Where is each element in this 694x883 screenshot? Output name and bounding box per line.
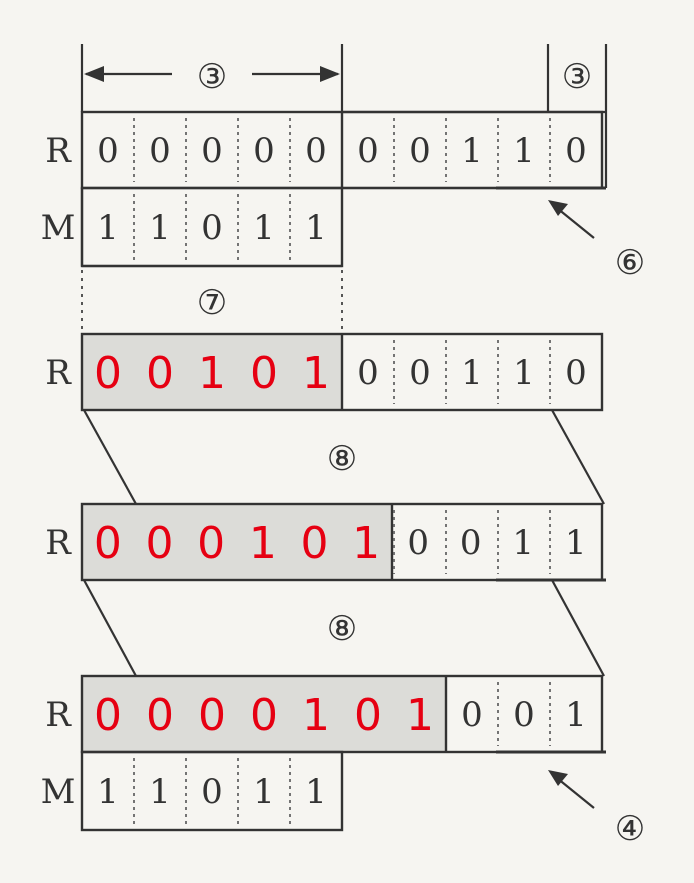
result-bit: 0 [94, 348, 122, 399]
annotation-step-2: ⑧ [327, 609, 357, 649]
register-label: R [45, 523, 72, 563]
bit-cell: 1 [253, 208, 275, 248]
bit-cell: 0 [149, 131, 171, 171]
register-frame [80, 186, 344, 268]
dim-arrowhead-right [320, 66, 340, 82]
bit-cell: 1 [97, 772, 119, 812]
bit-cell: 0 [460, 523, 482, 563]
bit-cell: 1 [461, 131, 483, 171]
bit-cell: 0 [357, 353, 379, 393]
connector-left-2 [83, 579, 137, 677]
bit-cell: 1 [305, 772, 327, 812]
bit-cell: 1 [461, 353, 483, 393]
result-bit: 0 [250, 348, 278, 399]
bit-cell: 1 [305, 208, 327, 248]
bit-cell: 0 [357, 131, 379, 171]
bit-cell: 0 [565, 353, 587, 393]
register-label: R [45, 695, 72, 735]
bit-cell: 1 [149, 772, 171, 812]
bit-cell: 1 [565, 695, 587, 735]
arrow-heads [84, 66, 568, 786]
bit-cell: 0 [407, 523, 429, 563]
bit-cell: 0 [409, 131, 431, 171]
bit-cell: 1 [565, 523, 587, 563]
result-bit: 1 [198, 348, 226, 399]
result-bit: 0 [146, 348, 174, 399]
m1-r2-dotted [81, 270, 343, 330]
annotation-mid: ⑦ [197, 283, 227, 323]
bit-cell: 0 [305, 131, 327, 171]
result-bit: 1 [352, 518, 380, 569]
result-bit: 0 [94, 690, 122, 741]
result-bit: 0 [146, 690, 174, 741]
bit-cell: 0 [201, 131, 223, 171]
result-bit: 1 [302, 348, 330, 399]
register-label: R [45, 353, 72, 393]
result-bit: 1 [249, 518, 277, 569]
bit-cell: 0 [461, 695, 483, 735]
bit-cell: 0 [513, 695, 535, 735]
result-bit: 0 [146, 518, 174, 569]
bit-cell: 1 [513, 353, 535, 393]
annotation-top-right: ③ [562, 57, 592, 97]
result-bit: 1 [406, 690, 434, 741]
bit-cell: 1 [149, 208, 171, 248]
register-label: R [45, 131, 72, 171]
bit-cell: 0 [201, 208, 223, 248]
result-bit: 0 [250, 690, 278, 741]
bit-cell: 1 [253, 772, 275, 812]
result-bit: 0 [197, 518, 225, 569]
dim-arrowhead-left [84, 66, 104, 82]
shaded-region [82, 334, 342, 410]
annotation-arrow-bottom: ④ [615, 809, 645, 849]
bit-cell: 1 [97, 208, 119, 248]
result-bit: 0 [354, 690, 382, 741]
bit-cell: 0 [97, 131, 119, 171]
register-label: M [41, 772, 76, 812]
annotation-top-span: ③ [197, 57, 227, 97]
bit-cell: 0 [409, 353, 431, 393]
arrow-bottom-head [548, 770, 568, 786]
result-bit: 1 [302, 690, 330, 741]
result-bit: 0 [94, 518, 122, 569]
annotation-step-1: ⑧ [327, 439, 357, 479]
bit-cell: 0 [201, 772, 223, 812]
bit-cell: 0 [565, 131, 587, 171]
bit-cell: 1 [513, 131, 535, 171]
result-bit: 0 [198, 690, 226, 741]
register-label: M [41, 208, 76, 248]
arrow-top-head [548, 200, 568, 216]
result-bit: 0 [301, 518, 329, 569]
register-frame [80, 750, 344, 832]
register-frame [80, 502, 604, 582]
shaded-region [82, 504, 392, 580]
connector-right-1 [551, 409, 605, 505]
bit-cell: 0 [253, 131, 275, 171]
annotation-arrow-top: ⑥ [615, 243, 645, 283]
bit-cell: 1 [512, 523, 534, 563]
connector-right-2 [551, 579, 605, 677]
shaded-region [82, 676, 446, 752]
connector-left-1 [83, 409, 137, 505]
